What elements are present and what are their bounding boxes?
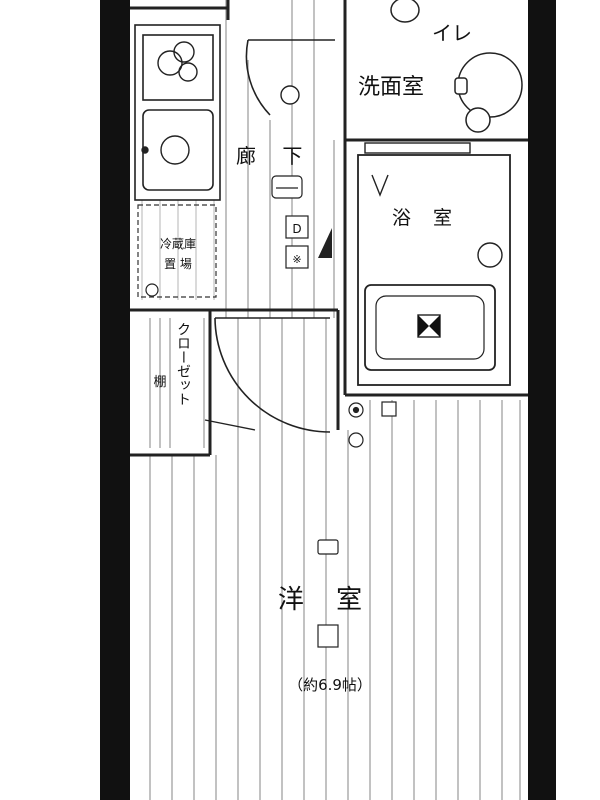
vent-icon — [371, 174, 389, 197]
kitchen-counter — [134, 24, 221, 201]
tv-outlet-icon — [317, 624, 339, 648]
bathtub-inner — [375, 295, 485, 360]
right-exterior-wall — [528, 0, 556, 800]
western-room-label: 洋 室 — [278, 585, 374, 615]
aircon-outlet-icon — [317, 539, 339, 555]
drain-icon — [417, 314, 441, 338]
hall-fixtures — [271, 175, 309, 269]
western-room-size-label: （約6.9帖） — [288, 676, 372, 694]
interior-walls — [130, 0, 528, 457]
left-exterior-wall — [100, 0, 130, 800]
bath-door-frame — [364, 142, 471, 154]
fridge-space-label-2: 置 場 — [164, 257, 192, 271]
closet-floor — [149, 318, 205, 448]
closet-door-icon — [204, 419, 256, 431]
d-mark: D — [292, 222, 301, 236]
fridge-space — [137, 204, 217, 298]
shower-icon — [477, 242, 503, 268]
shelf-label: 棚 — [153, 375, 166, 390]
kitchen-floor — [141, 200, 215, 300]
outlet-icons — [348, 401, 397, 448]
closet-label: クローゼット — [175, 322, 191, 406]
outlet-icon — [145, 283, 159, 297]
toilet-label: イレ — [432, 21, 472, 45]
triangle-marker-icon — [318, 228, 332, 258]
light-fixture-icon — [280, 85, 300, 105]
toilet-icon — [390, 0, 420, 23]
hallway-label: 廊 下 — [236, 144, 312, 168]
washbasin-icon — [454, 52, 523, 133]
sink-icon — [141, 135, 190, 165]
washroom-label: 洗面室 — [358, 75, 424, 100]
room-door-icon — [214, 317, 331, 433]
western-room-floor — [149, 318, 521, 800]
fridge-space-label: 冷蔵庫 — [160, 237, 196, 251]
asterisk-mark: ※ — [292, 253, 301, 266]
bathroom-label: 浴 室 — [392, 207, 460, 229]
stove-burners-icon — [157, 41, 198, 82]
entrance-door-icon — [245, 39, 335, 116]
